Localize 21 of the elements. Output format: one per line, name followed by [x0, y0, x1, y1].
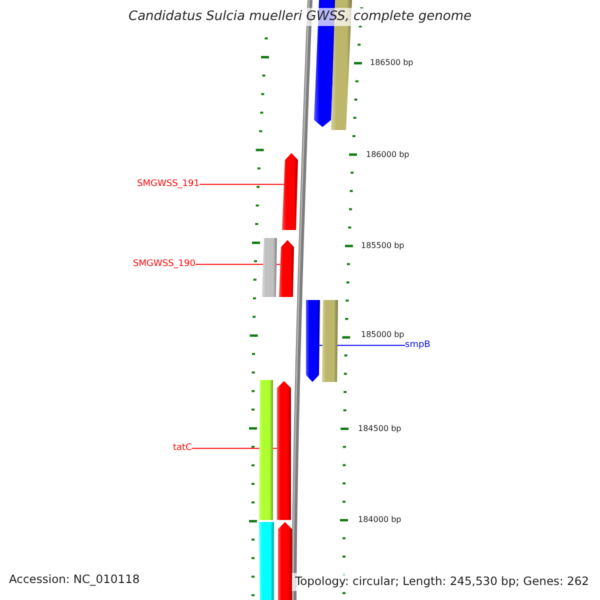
gene-label: SMGWSS_191	[137, 179, 200, 190]
gene-bar	[322, 300, 338, 382]
gene-bar	[259, 522, 274, 600]
pointed-gene-block	[279, 240, 294, 297]
scale-label: 184500 bp	[358, 424, 402, 434]
gene-label: tatC	[173, 443, 192, 454]
scale-label: 185000 bp	[361, 330, 404, 340]
scale-label: 185500 bp	[361, 241, 404, 251]
scale-label: 184000 bp	[358, 515, 402, 525]
scale-label: 186000 bp	[366, 150, 410, 160]
gene-label: SMGWSS_190	[133, 259, 196, 270]
pointed-gene-block	[306, 300, 320, 382]
gene-bar	[259, 380, 273, 520]
pointed-gene-block	[282, 153, 298, 230]
pointed-gene-block	[277, 381, 291, 520]
gene-bar	[262, 238, 277, 297]
gene-label: smpB	[405, 340, 430, 351]
leader-line	[199, 184, 284, 185]
pointed-gene-block	[278, 522, 292, 600]
scale-label: 186500 bp	[370, 58, 414, 68]
accession-note: Accession: NC_010118	[9, 573, 140, 587]
